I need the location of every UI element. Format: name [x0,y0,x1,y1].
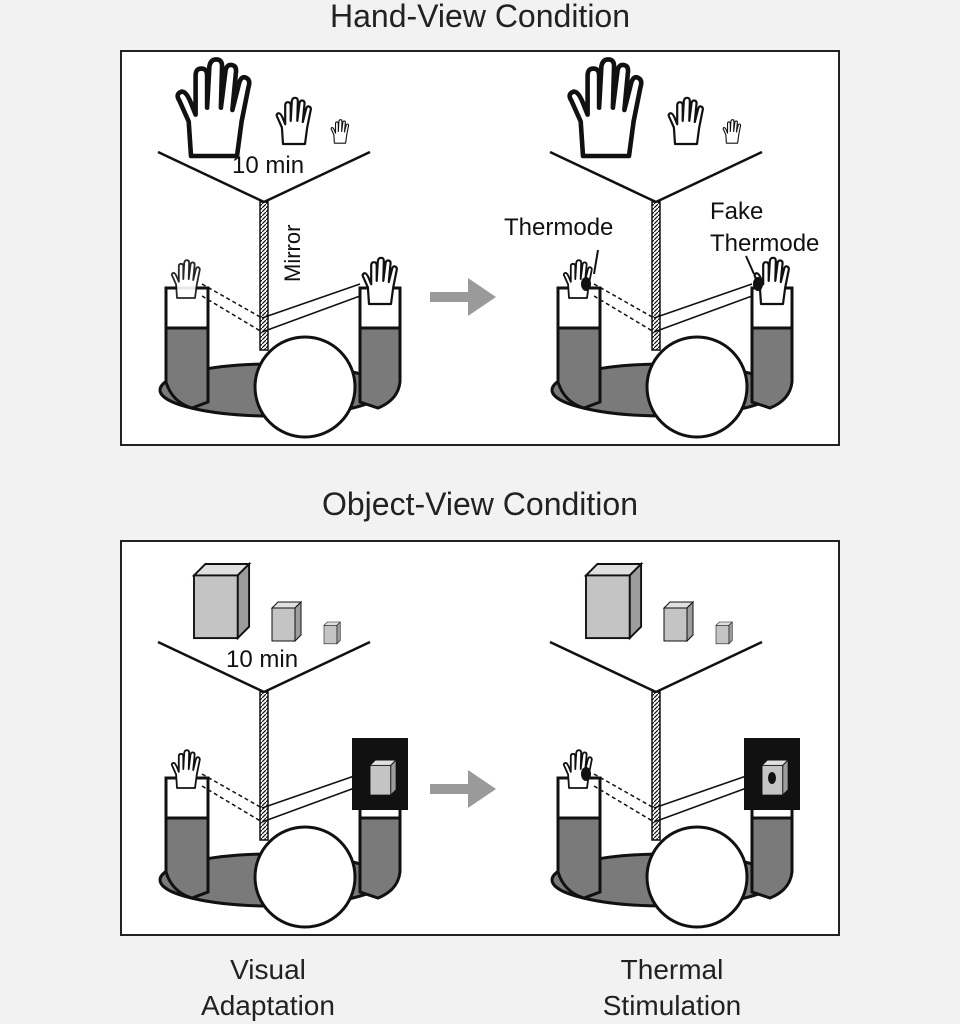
arrow-right-icon [430,278,496,316]
thermal-stimulation-scene [548,59,794,439]
thermode-icon [581,767,591,781]
thermode-label: Thermode [504,214,614,241]
arrow-right-icon [430,770,496,808]
thermal-stimulation-scene [548,563,800,929]
visual-adaptation-scene [156,563,408,929]
object-view-diagram [156,563,800,929]
caption-right-line1: Thermal [620,954,724,985]
hand-view-diagram [156,52,794,439]
hand-icon [722,119,742,144]
caption-right-line2: Stimulation [602,990,742,1021]
hand-icon [275,96,312,146]
fake-thermode-label-line2: Thermode [710,230,820,257]
cube-icon [663,601,694,642]
duration-label: 10 min [226,646,299,673]
hand-icon [667,96,704,146]
mirror-label: Mirror [280,224,305,282]
caption-visual-adaptation: Visual Adaptation [118,952,418,1024]
hand-icon [361,256,398,306]
cube-icon [369,759,397,796]
cube-icon [323,621,341,645]
caption-left-line1: Visual [230,954,306,985]
hand-icon [330,119,350,144]
hand-view-title: Hand-View Condition [329,0,631,34]
hand-icon [570,59,642,156]
thermode-icon [581,277,591,291]
object-view-panel: 10 min [120,540,840,936]
cube-icon [271,601,302,642]
fake-thermode-icon [768,772,776,784]
hand-icon [178,59,250,156]
cube-icon [715,621,733,645]
duration-label: 10 min [232,152,305,179]
caption-left-line2: Adaptation [201,990,335,1021]
fake-thermode-icon [753,277,763,291]
visual-adaptation-scene [156,59,402,439]
hand-view-panel: 10 min Mirror Thermode Fake Thermode [120,50,840,446]
cube-icon [193,563,251,640]
object-view-title: Object-View Condition [321,486,638,522]
caption-thermal-stimulation: Thermal Stimulation [522,952,822,1024]
cube-icon [585,563,643,640]
fake-thermode-label-line1: Fake [710,198,764,225]
